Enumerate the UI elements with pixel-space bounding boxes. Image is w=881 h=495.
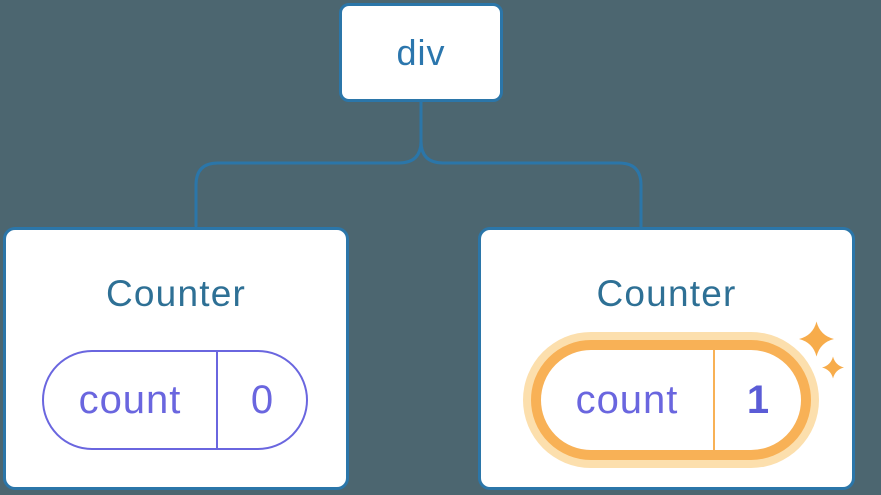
connector-left-branch (194, 99, 423, 228)
counter-card-right: Counter count 1 (478, 227, 855, 490)
state-value: 1 (713, 350, 801, 450)
card-title: Counter (596, 273, 737, 314)
card-title: Counter (105, 273, 247, 314)
counter-card-left: Counter count 0 (3, 227, 349, 490)
state-key-label: count (78, 377, 182, 422)
state-key-label: count (575, 377, 679, 422)
connector-right-branch (419, 99, 643, 229)
sparkle-large-icon (799, 321, 834, 357)
sparkle-small-icon (822, 356, 844, 379)
root-node-div: div (339, 3, 503, 102)
state-pill-highlighted: count 1 (531, 340, 811, 460)
root-node-label: div (396, 31, 446, 73)
state-pill: count 0 (42, 350, 308, 450)
state-value: 0 (216, 352, 306, 448)
